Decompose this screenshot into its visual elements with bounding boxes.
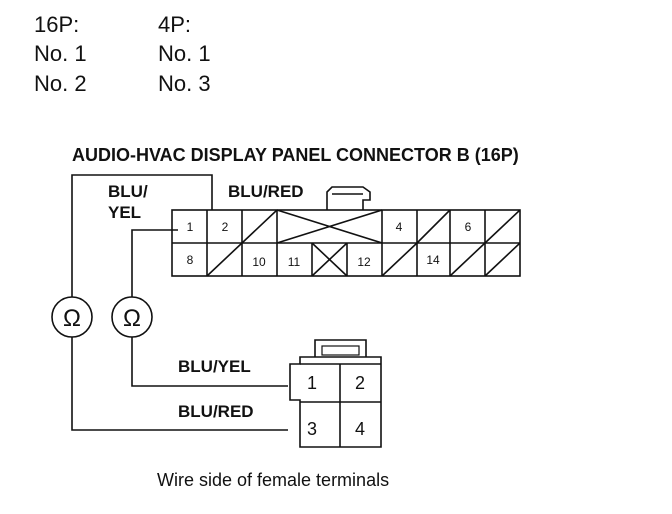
- ohm-icon: Ω: [123, 305, 141, 332]
- table-header-4p: 4P:: [158, 12, 192, 37]
- pin-10: 10: [252, 255, 266, 269]
- connector-b-bottom-row: [206, 243, 486, 276]
- connector-b-bottom-unused: [206, 242, 521, 277]
- wire-label-blu-yel-line1: BLU/: [108, 182, 148, 201]
- table-header-16p: 16P:: [34, 12, 80, 37]
- pin-1: 1: [187, 220, 194, 234]
- connector-b-title: AUDIO-HVAC DISPLAY PANEL CONNECTOR B (16…: [72, 145, 519, 165]
- connector-4p-latch: [314, 339, 367, 357]
- pin-6: 6: [465, 220, 472, 234]
- wire-blu-yel: [131, 229, 288, 387]
- connector-b-latch: [326, 186, 371, 210]
- table-cell-16p-row2: No. 2: [34, 71, 87, 96]
- ohmmeter-1-circle: [51, 296, 93, 338]
- wire-label-blu-red-4p: BLU/RED: [178, 402, 254, 421]
- pin-12: 12: [357, 255, 371, 269]
- wire-blu-red: [71, 174, 288, 431]
- terminal-1: 1: [307, 373, 317, 393]
- diagram-caption: Wire side of female terminals: [157, 470, 390, 490]
- connector-b-top-unused: [241, 209, 521, 244]
- ohm-icon: Ω: [63, 305, 81, 332]
- table-cell-4p-row1: No. 1: [158, 41, 211, 66]
- terminal-2: 2: [355, 373, 365, 393]
- table-cell-4p-row2: No. 3: [158, 71, 211, 96]
- wire-label-blu-yel-line2: YEL: [108, 203, 142, 222]
- connector-b-top-row: [206, 210, 486, 243]
- connector-4p-body: [289, 356, 382, 448]
- table-cell-16p-row1: No. 1: [34, 41, 87, 66]
- terminal-4: 4: [355, 419, 365, 439]
- pin-11: 11: [288, 255, 301, 269]
- wire-label-blu-red-top: BLU/RED: [228, 182, 304, 201]
- pin-14: 14: [426, 253, 440, 267]
- terminal-3: 3: [307, 419, 317, 439]
- pin-4: 4: [396, 220, 403, 234]
- ohmmeter-2-circle: [111, 296, 153, 338]
- pin-8: 8: [187, 253, 194, 267]
- wire-label-blu-yel-4p: BLU/YEL: [178, 357, 251, 376]
- pin-2: 2: [222, 220, 229, 234]
